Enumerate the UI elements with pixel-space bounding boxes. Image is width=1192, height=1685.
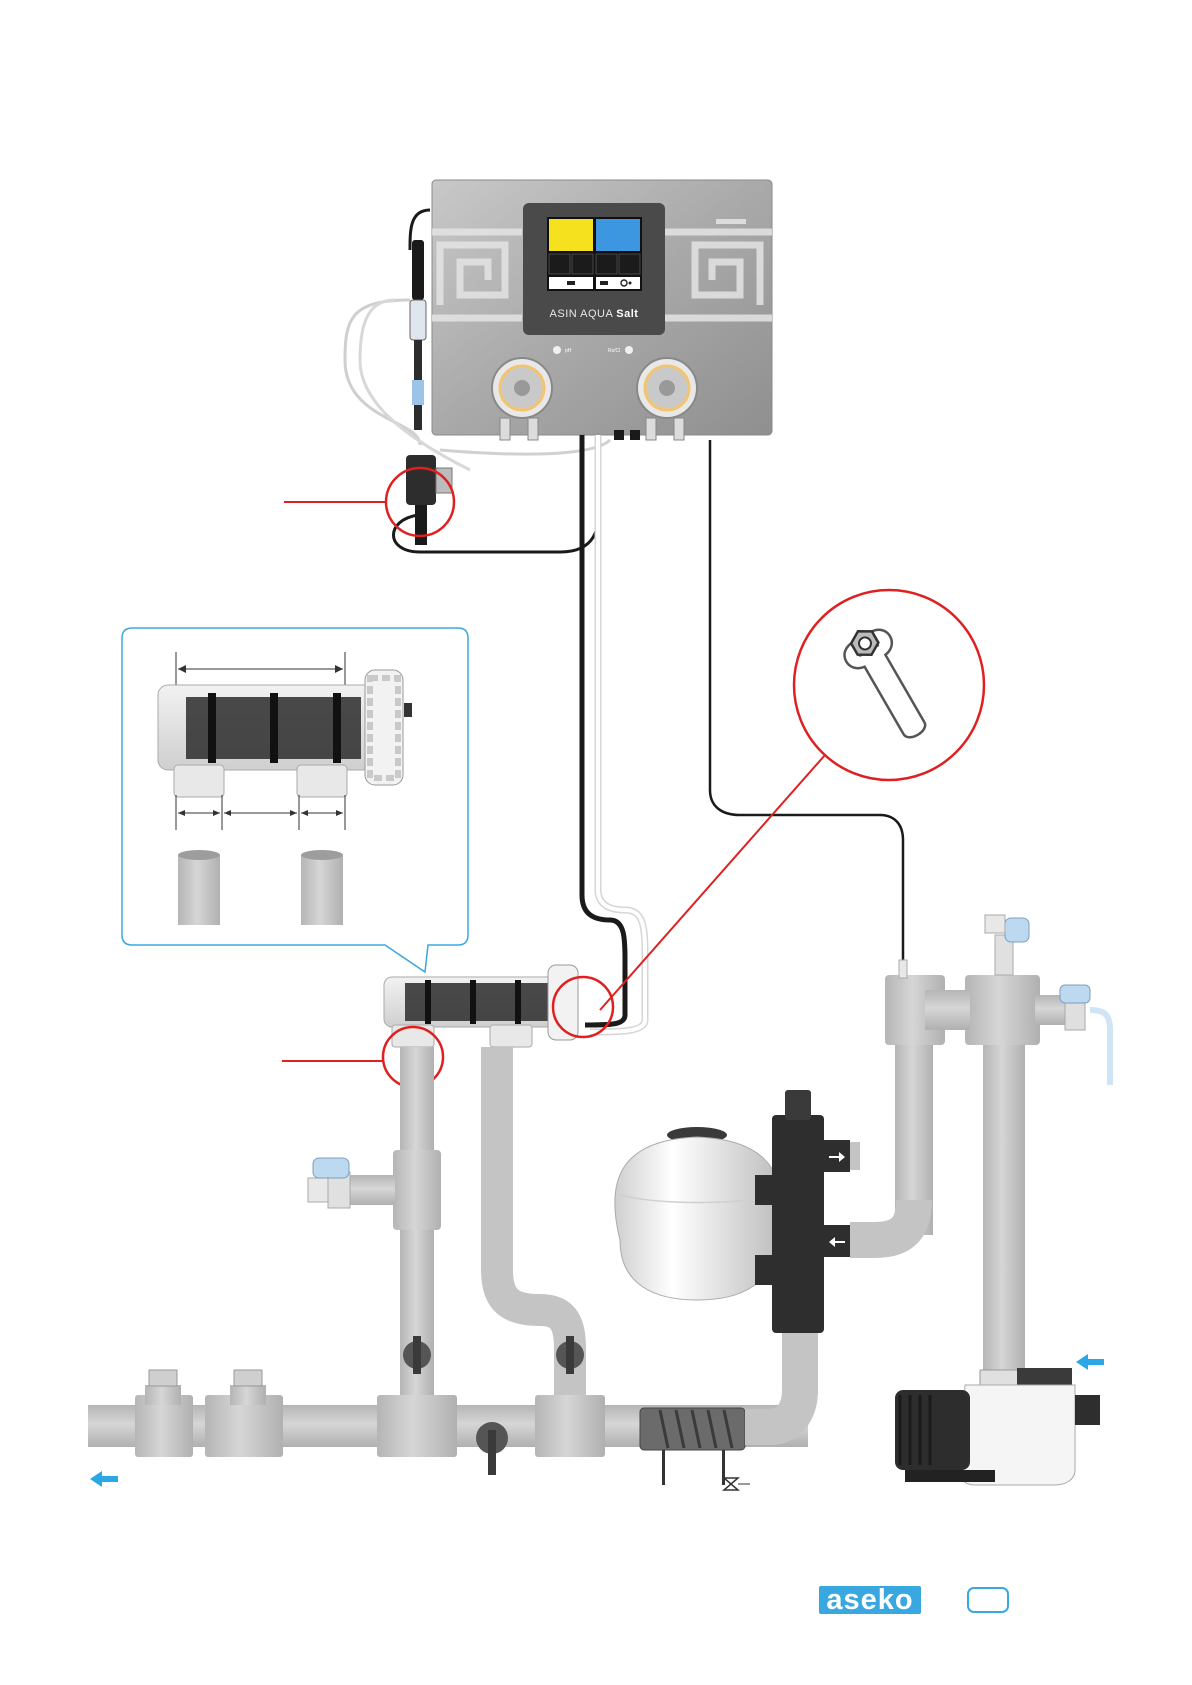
brand-logo: aseko (819, 1584, 921, 1616)
display-screen (547, 217, 642, 291)
flow-arrow-in-icon (1076, 1354, 1104, 1370)
salt-cell-dimension-inset (122, 628, 468, 972)
display-tile-blue (596, 219, 640, 251)
pump-left-label: pH (565, 348, 572, 354)
pool-pump (895, 1368, 1100, 1485)
brand-logo-text: aseko (826, 1584, 913, 1616)
sand-filter (615, 1090, 860, 1333)
display-tile-yellow (549, 219, 593, 251)
flow-arrow-left-icon (90, 1471, 118, 1487)
page-number-box (968, 1588, 1008, 1612)
unit-brand-label: ASIN AQUA Salt (550, 308, 639, 320)
pump-right-label: Rx/Cl (608, 348, 620, 354)
wrench-leader-line (600, 755, 825, 1010)
salt-cell-installed (384, 965, 578, 1047)
control-unit: ASIN AQUA Salt pH Rx/Cl (432, 180, 772, 440)
